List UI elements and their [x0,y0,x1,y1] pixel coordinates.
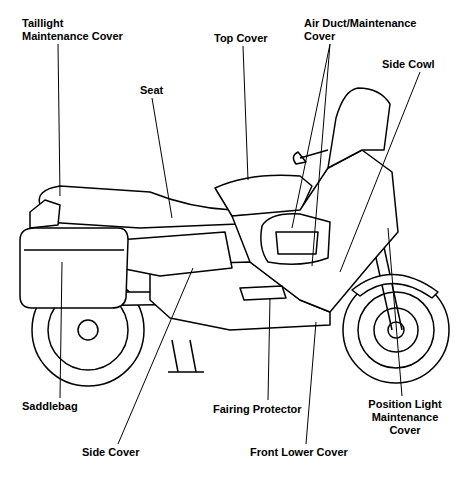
handlebar [293,150,328,164]
rear-hub [78,320,98,340]
air-duct-cover [261,214,330,265]
air-duct-slot [276,232,318,254]
leader-line [60,262,62,398]
part-label: Front Lower Cover [250,446,370,459]
part-label: Saddlebag [22,400,102,413]
saddlebag [20,228,128,308]
windscreen [328,88,390,168]
part-label: Taillight Maintenance Cover [22,17,132,43]
leader-line [306,322,316,444]
leader-line [58,44,60,196]
part-label: Seat [140,84,190,97]
side-cover [118,232,232,276]
front-fender [352,274,438,298]
center-stand [168,340,204,372]
tail [30,200,60,228]
leader-line [243,46,248,180]
leader-line [388,228,402,396]
fairing-protector [240,286,286,300]
leader-line [152,98,172,218]
part-label: Side Cowl [382,58,452,71]
leader-line [312,44,330,266]
saddlebag-seam [24,249,124,251]
leader-line [292,44,330,228]
part-label: Fairing Protector [213,403,333,416]
leader-line [118,268,193,444]
part-label: Top Cover [214,32,294,45]
part-label: Side Cover [82,446,162,459]
leader-lines [58,44,420,444]
seat [39,186,238,228]
part-label: Position Light Maintenance Cover [362,398,448,437]
leader-line [340,72,420,272]
part-label: Air Duct/Maintenance Cover [304,17,429,43]
motorcycle [20,88,449,386]
leader-line [268,298,270,400]
